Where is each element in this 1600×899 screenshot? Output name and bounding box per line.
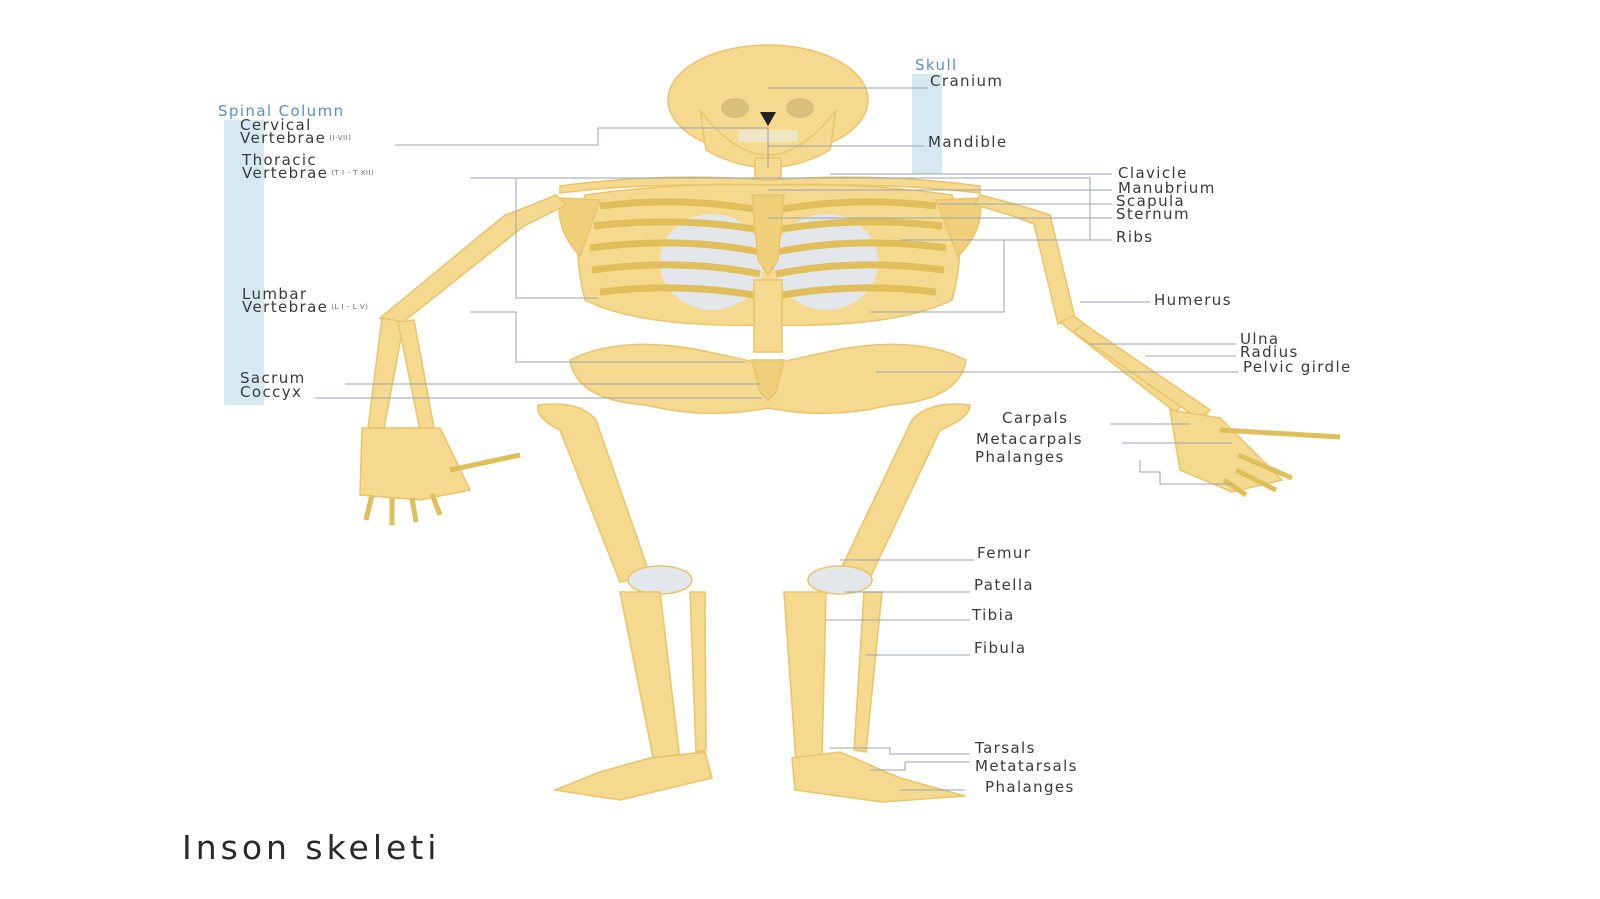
ulna-left xyxy=(367,317,405,429)
page-caption: Inson skeleti xyxy=(182,828,441,867)
thoracic-label: Thoracic xyxy=(242,151,318,169)
coccyx-label: Coccyx xyxy=(240,383,303,401)
skeleton-figure xyxy=(359,44,1341,803)
radius-left xyxy=(397,319,435,431)
tibia-left xyxy=(619,591,681,763)
femur-left xyxy=(536,403,651,583)
foot-right xyxy=(791,751,966,803)
femur-label: Femur xyxy=(977,544,1032,562)
humerus-label: Humerus xyxy=(1154,291,1232,309)
thoracic-vertebrae-label: Vertebrae(T I - T XII) xyxy=(242,164,375,182)
lumbar-vertebrae-label: Vertebrae(L I - L V) xyxy=(242,298,369,316)
eye-socket-left xyxy=(721,98,749,118)
fingers-right xyxy=(1219,427,1341,498)
tarsals-label: Tarsals xyxy=(975,739,1036,757)
manubrium-label: Manubrium xyxy=(1118,179,1216,197)
mandible-bone xyxy=(699,109,837,169)
sacrum-bone xyxy=(751,359,785,402)
radius-label: Radius xyxy=(1240,343,1299,361)
patella-right xyxy=(807,565,873,595)
patella-left xyxy=(627,565,693,595)
cranium-label: Cranium xyxy=(930,72,1004,90)
spinal-column-group-label: Spinal Column xyxy=(218,102,345,120)
humerus-left xyxy=(378,194,568,327)
metatarsals-label: Metatarsals xyxy=(975,757,1078,775)
ribs-label: Ribs xyxy=(1116,228,1154,246)
phalanges-foot-label: Phalanges xyxy=(985,778,1075,796)
leader-lines xyxy=(315,87,1238,791)
sacrum-label: Sacrum xyxy=(240,369,306,387)
pelvic-girdle-label: Pelvic girdle xyxy=(1243,358,1352,376)
lumbar-vertebrae-bone xyxy=(753,279,783,353)
mandible-label: Mandible xyxy=(928,133,1008,151)
fingers-left xyxy=(363,452,521,525)
hand-left xyxy=(359,427,472,501)
scapula-label: Scapula xyxy=(1116,192,1186,210)
fibula-right xyxy=(853,591,883,753)
metacarpals-label: Metacarpals xyxy=(976,430,1083,448)
nasal-cavity xyxy=(760,112,776,126)
skull-group-label: Skull xyxy=(915,56,958,74)
eye-socket-right xyxy=(786,98,814,118)
foot-left xyxy=(552,751,713,801)
ulna-label: Ulna xyxy=(1240,330,1280,348)
carpals-label: Carpals xyxy=(1002,409,1069,427)
cervical-label: Cervical xyxy=(240,116,312,134)
clavicle-label: Clavicle xyxy=(1118,164,1188,182)
patella-label: Patella xyxy=(974,576,1035,594)
tibia-right xyxy=(783,591,827,763)
tibia-label: Tibia xyxy=(972,606,1015,624)
fibula-left xyxy=(689,591,707,753)
femur-right xyxy=(836,403,971,583)
cervical-vertebrae-label: Vertebrae(I-VII) xyxy=(240,129,352,147)
ribs-lines xyxy=(589,198,947,300)
spinal-column-bar xyxy=(224,120,264,405)
phalanges-hand-label: Phalanges xyxy=(975,448,1065,466)
hand-right xyxy=(1169,409,1284,493)
sternum-bone xyxy=(751,194,785,277)
skull-bar xyxy=(912,74,942,174)
sternum-label: Sternum xyxy=(1116,205,1190,223)
fibula-label: Fibula xyxy=(974,639,1027,657)
humerus-right xyxy=(973,194,1076,325)
lumbar-label: Lumbar xyxy=(242,285,308,303)
